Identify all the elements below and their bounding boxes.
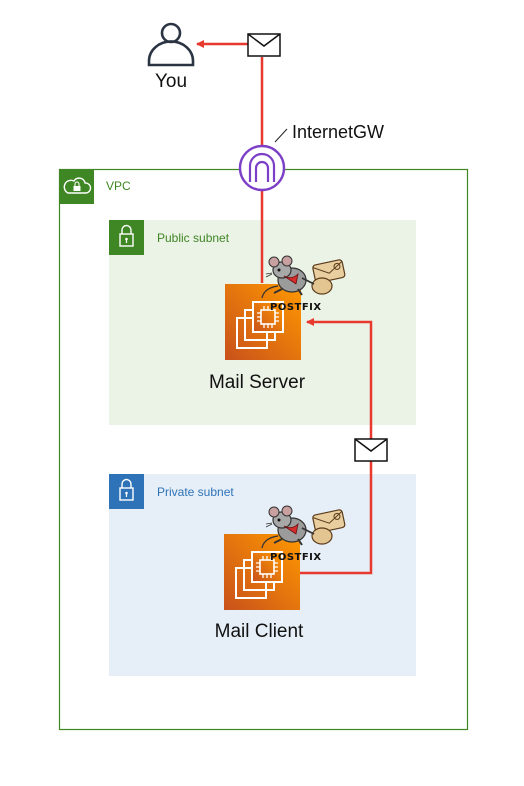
mail-client: POSTFIX Mail Client <box>215 505 347 642</box>
mail-server: POSTFIX Mail Server <box>209 255 347 393</box>
mail-client-label: Mail Client <box>215 621 304 642</box>
postfix-logo-text: POSTFIX <box>270 552 322 563</box>
internet-gateway-icon <box>238 144 286 192</box>
user-label: You <box>155 71 187 92</box>
internet-gateway: InternetGW <box>238 122 384 192</box>
vpc-label: VPC <box>106 179 131 193</box>
lock-icon <box>109 220 144 255</box>
internet-gateway-label: InternetGW <box>292 122 384 142</box>
cloud-lock-icon <box>59 169 94 204</box>
lock-icon <box>109 474 144 509</box>
public-subnet-label: Public subnet <box>157 231 230 245</box>
user-icon <box>147 22 195 67</box>
envelope-icon <box>247 33 281 57</box>
ec2-instance-icon <box>223 533 301 611</box>
private-subnet-label: Private subnet <box>157 485 234 499</box>
internet-gateway-label-leader <box>274 128 288 143</box>
user: You <box>147 22 195 92</box>
postfix-logo-text: POSTFIX <box>270 302 322 313</box>
envelope-icon <box>354 438 388 462</box>
mail-server-label: Mail Server <box>209 372 306 393</box>
